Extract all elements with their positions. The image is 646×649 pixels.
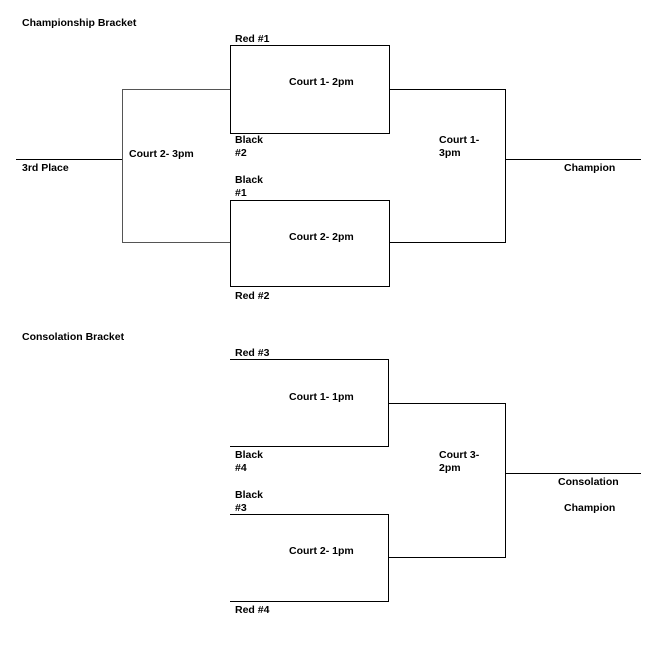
final-bottom-connector [390, 242, 506, 243]
championship-bottom-team: Red #2 [235, 290, 270, 302]
championship-title: Championship Bracket [22, 17, 137, 29]
third-place-bottom-connector [122, 242, 230, 243]
consolation-final-top-connector [388, 403, 506, 404]
championship-top-game-label: Court 1- 2pm [289, 76, 354, 88]
championship-black2-line2: #2 [235, 147, 247, 159]
third-place-top-connector [122, 89, 230, 90]
championship-top-team: Red #1 [235, 33, 270, 45]
consolation-champion-line2: Champion [564, 502, 616, 514]
championship-bottom-game-label: Court 2- 2pm [289, 231, 354, 243]
consolation-bottom-game-vertical [388, 514, 389, 602]
consolation-bottom-team: Red #4 [235, 604, 270, 616]
consolation-black3-line1: Black [235, 489, 264, 501]
consolation-black4-line [230, 446, 389, 447]
consolation-final-line1: Court 3- [439, 449, 480, 461]
third-place-vertical-line [122, 89, 123, 242]
champion-line [505, 159, 641, 160]
final-game-line1: Court 1- [439, 134, 480, 146]
consolation-top-team-line [230, 359, 389, 360]
consolation-top-team: Red #3 [235, 347, 270, 359]
consolation-final-bottom-connector [388, 557, 506, 558]
consolation-black4-line1: Black [235, 449, 264, 461]
final-vertical-line [505, 89, 506, 242]
final-top-connector [390, 89, 506, 90]
consolation-black4-line2: #4 [235, 462, 247, 474]
third-place-game-label: Court 2- 3pm [129, 148, 194, 160]
third-place-line [16, 159, 122, 160]
consolation-black3-line [230, 514, 389, 515]
consolation-final-line2: 2pm [439, 462, 461, 474]
consolation-top-game-label: Court 1- 1pm [289, 391, 354, 403]
championship-top-game-box [230, 45, 390, 134]
championship-bottom-game-box [230, 200, 390, 287]
consolation-final-vertical [505, 403, 506, 557]
championship-black1-line1: Black [235, 174, 264, 186]
championship-black1-line2: #1 [235, 187, 247, 199]
third-place-label: 3rd Place [22, 162, 69, 174]
consolation-black3-line2: #3 [235, 502, 247, 514]
consolation-bottom-team-line [230, 601, 389, 602]
consolation-bottom-game-label: Court 2- 1pm [289, 545, 354, 557]
consolation-champion-line1: Consolation [558, 476, 619, 488]
consolation-champion-line [505, 473, 641, 474]
championship-black2-line1: Black [235, 134, 264, 146]
final-game-line2: 3pm [439, 147, 461, 159]
consolation-title: Consolation Bracket [22, 331, 125, 343]
champion-label: Champion [564, 162, 616, 174]
